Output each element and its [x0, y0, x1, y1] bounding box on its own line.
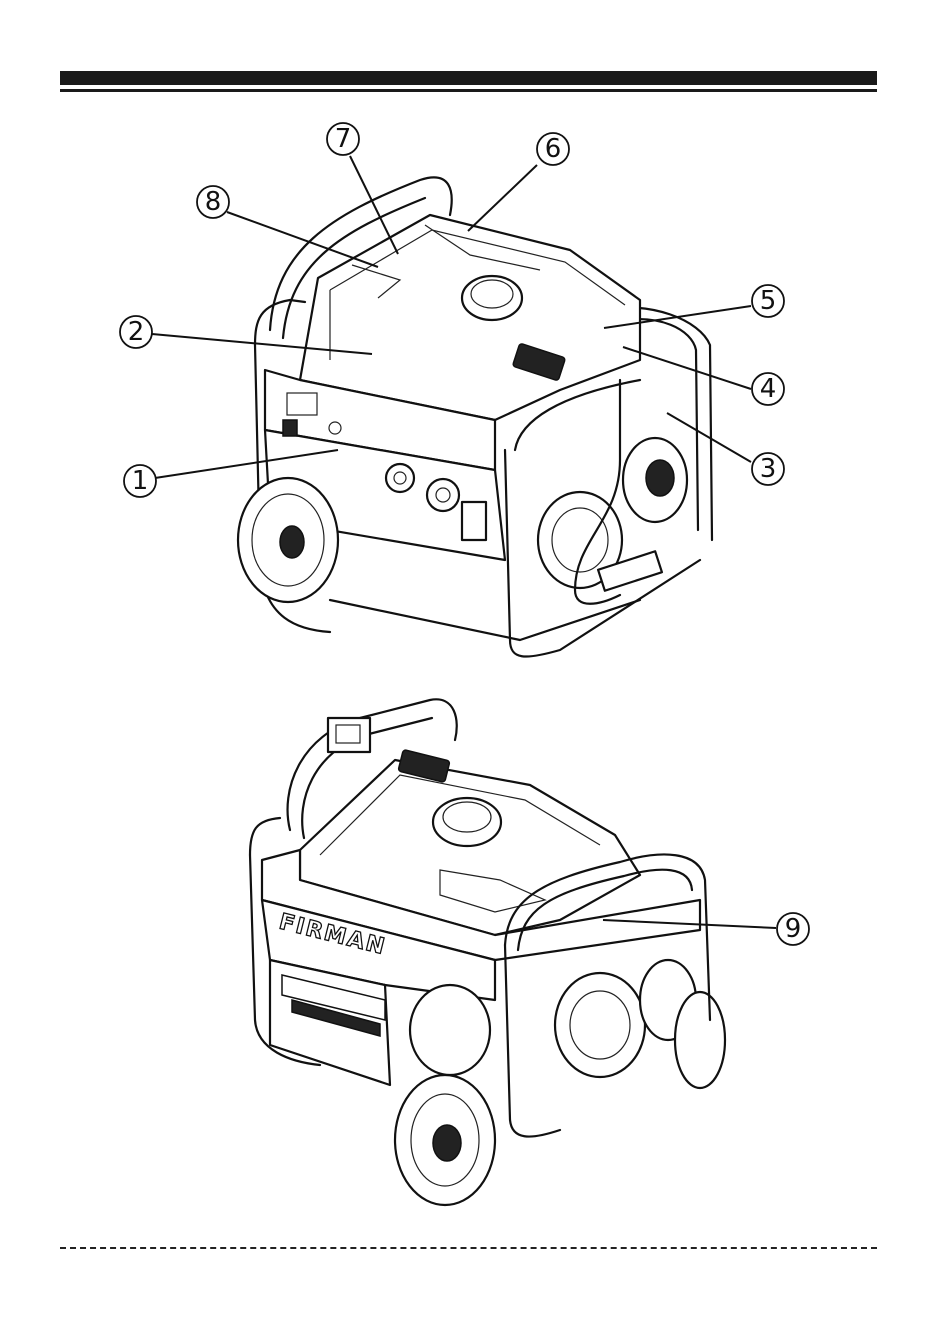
svg-text:3: 3	[760, 454, 777, 484]
callout-8: 8	[197, 186, 229, 218]
svg-text:1: 1	[132, 466, 149, 496]
callout-9: 9	[777, 913, 809, 945]
svg-text:7: 7	[335, 124, 352, 154]
svg-text:4: 4	[760, 374, 777, 404]
svg-text:6: 6	[545, 134, 562, 164]
callout-1: 1	[124, 465, 156, 497]
callout-7: 7	[327, 123, 359, 155]
svg-text:5: 5	[760, 286, 777, 316]
svg-text:2: 2	[128, 317, 145, 347]
generator-top-illustration	[238, 177, 712, 656]
callout-2: 2	[120, 316, 152, 348]
callout-3: 3	[752, 453, 784, 485]
callout-4: 4	[752, 373, 784, 405]
callout-6: 6	[537, 133, 569, 165]
svg-text:8: 8	[205, 187, 222, 217]
svg-text:9: 9	[785, 914, 802, 944]
footer-dashed-rule	[60, 1247, 877, 1249]
callout-5: 5	[752, 285, 784, 317]
generator-bottom-illustration: FIRMAN	[250, 699, 725, 1205]
